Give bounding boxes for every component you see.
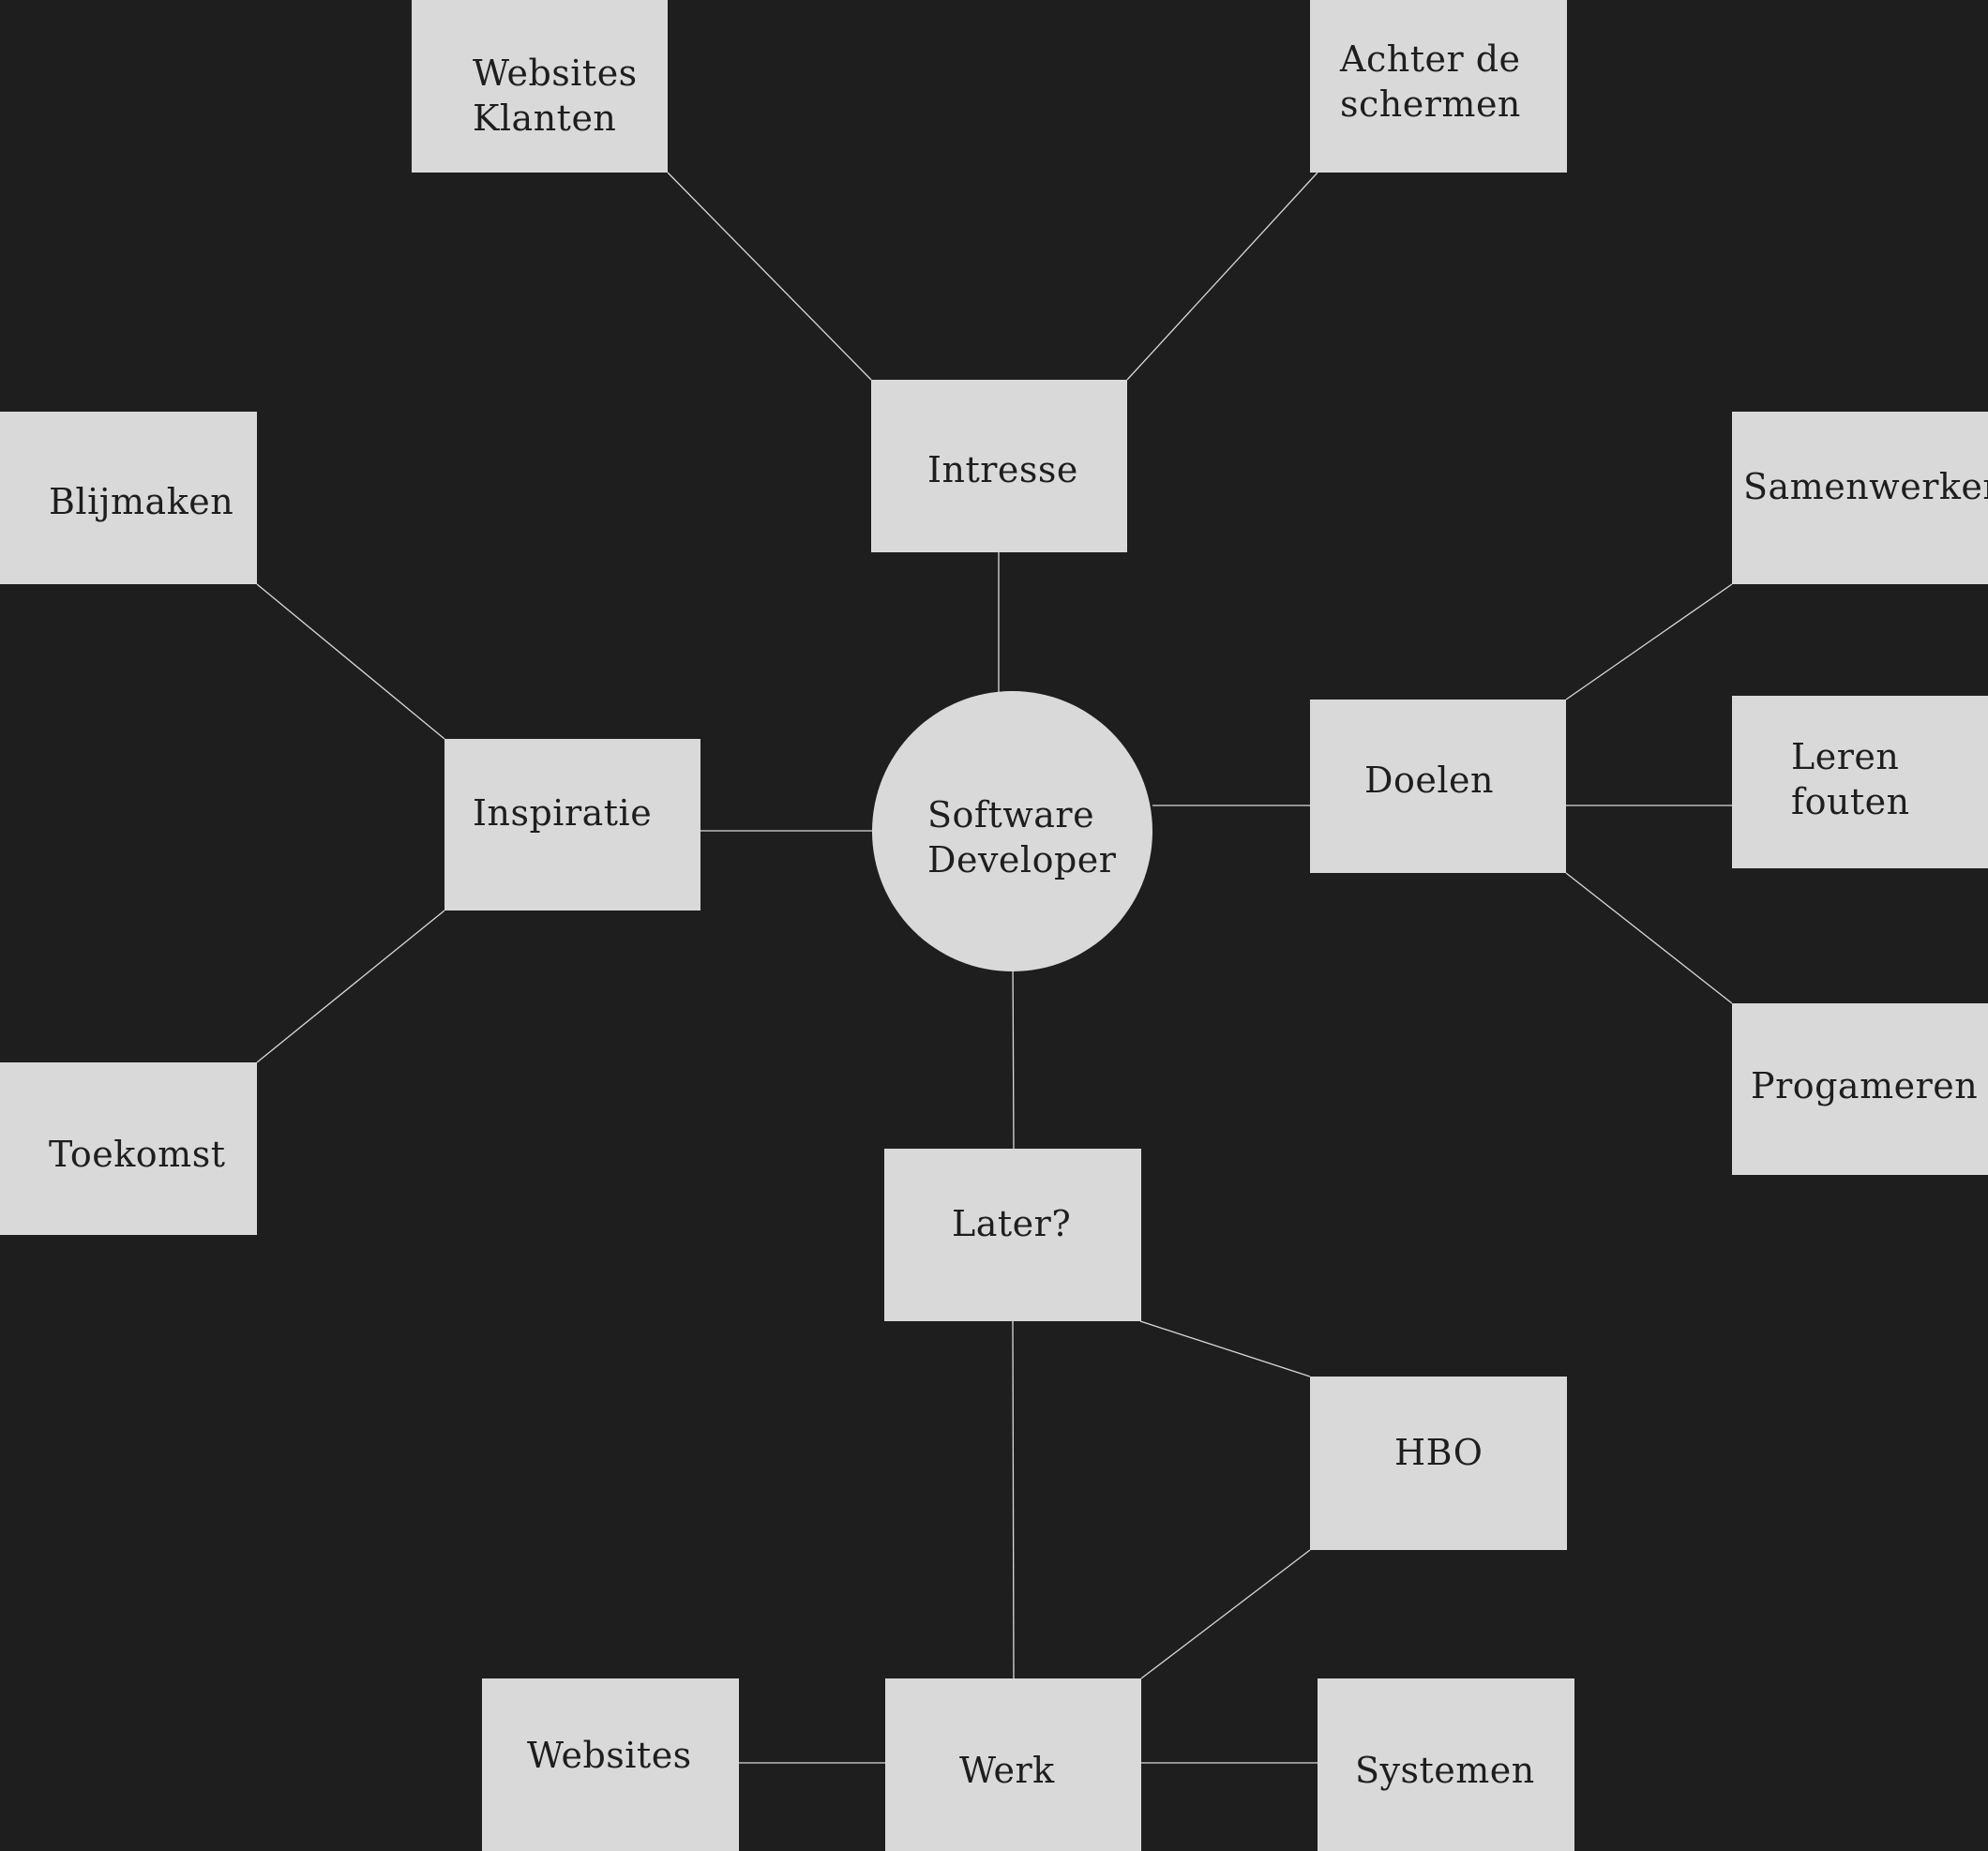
- label-websites-klanten-1: Websites: [473, 53, 638, 94]
- label-leren-fouten-1: Leren: [1791, 736, 1900, 777]
- node-achter-de-schermen: Achter de schermen: [1310, 0, 1567, 173]
- node-hbo: HBO: [1310, 1377, 1567, 1550]
- edge-intresse-achter-de-schermen: [1126, 172, 1318, 381]
- label-progameren: Progameren: [1751, 1065, 1979, 1106]
- label-achter-de-schermen-2: schermen: [1340, 83, 1521, 125]
- node-systemen: Systemen: [1318, 1678, 1574, 1851]
- edge-intresse-websites-klanten: [667, 172, 872, 381]
- node-werk: Werk: [885, 1678, 1141, 1851]
- center-line-1: Software: [927, 794, 1095, 835]
- node-blijmaken: Blijmaken: [0, 412, 257, 584]
- label-later: Later?: [952, 1203, 1072, 1244]
- label-leren-fouten-2: fouten: [1791, 781, 1910, 822]
- center-node-software-developer: Software Developer: [872, 691, 1152, 971]
- label-intresse: Intresse: [927, 449, 1078, 490]
- label-websites-klanten-2: Klanten: [473, 98, 617, 139]
- label-toekomst: Toekomst: [49, 1134, 226, 1175]
- edge-doelen-samenwerken: [1565, 583, 1733, 700]
- label-systemen: Systemen: [1355, 1750, 1535, 1791]
- center-line-2: Developer: [927, 839, 1117, 880]
- node-intresse: Intresse: [871, 380, 1127, 552]
- label-inspiratie: Inspiratie: [473, 792, 653, 834]
- label-websites: Websites: [527, 1735, 692, 1776]
- edge-doelen-progameren: [1565, 872, 1733, 1004]
- label-achter-de-schermen-1: Achter de: [1340, 38, 1521, 80]
- edge-inspiratie-blijmaken: [256, 583, 445, 740]
- edge-inspiratie-toekomst: [256, 910, 445, 1063]
- node-samenwerken: Samenwerken: [1732, 412, 1988, 584]
- node-inspiratie: Inspiratie: [444, 739, 700, 910]
- node-websites: Websites: [482, 1678, 739, 1851]
- label-blijmaken: Blijmaken: [49, 481, 234, 522]
- node-websites-klanten: Websites Klanten: [412, 0, 668, 173]
- edge-later-hbo: [1139, 1320, 1311, 1377]
- label-hbo: HBO: [1394, 1432, 1483, 1473]
- node-toekomst: Toekomst: [0, 1062, 257, 1235]
- edge-werk-hbo: [1140, 1549, 1311, 1679]
- node-progameren: Progameren: [1732, 1003, 1988, 1175]
- node-leren-fouten: Leren fouten: [1732, 696, 1988, 868]
- edge-later-werk: [1012, 1320, 1015, 1679]
- label-werk: Werk: [959, 1750, 1055, 1791]
- edge-center-later: [1012, 952, 1015, 1150]
- label-samenwerken: Samenwerken: [1743, 466, 1988, 507]
- label-doelen: Doelen: [1364, 760, 1494, 801]
- node-later: Later?: [884, 1149, 1141, 1321]
- node-doelen: Doelen: [1310, 700, 1566, 873]
